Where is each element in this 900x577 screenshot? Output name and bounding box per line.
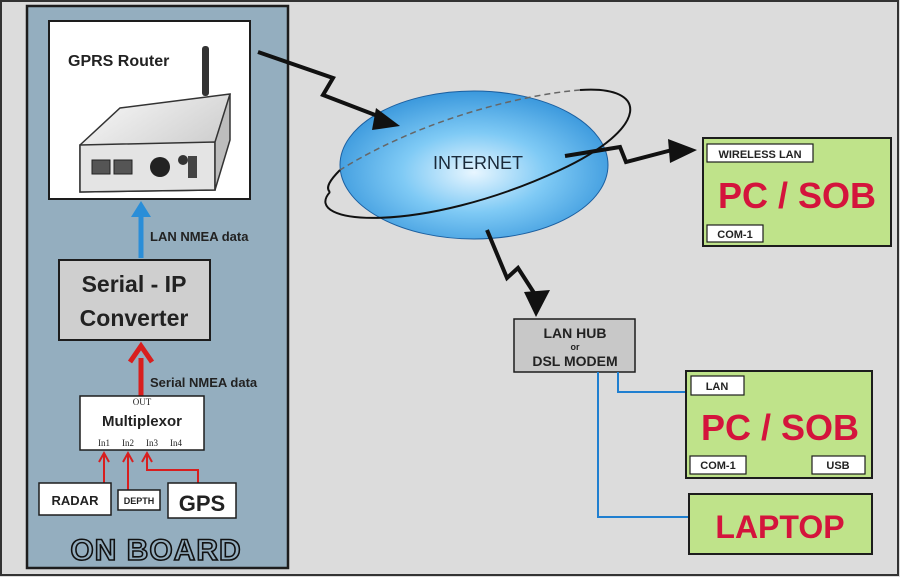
gps-label: GPS [179,491,225,516]
lan-tag [690,375,745,396]
converter-line2: Converter [80,305,189,331]
lan-data-label: LAN NMEA data [150,229,249,244]
router-to-internet-arrowhead [372,108,400,130]
laptop-title: LAPTOP [715,509,844,545]
internet-to-hub-arrowhead [524,290,550,317]
pc-sob-lan-title: PC / SOB [701,407,859,448]
serial-data-label: Serial NMEA data [150,375,258,390]
lan-tag-label: LAN [706,381,729,393]
usb-label: USB [826,460,849,472]
multiplexor-label: Multiplexor [102,413,182,430]
gps-box [167,482,237,519]
wireless-lan-label: WIRELESS LAN [718,149,801,161]
usb-tag [811,455,866,475]
hub-line3: DSL MODEM [532,353,617,369]
wireless-com1-tag [706,224,764,243]
multiplexor-in4: In4 [170,438,182,448]
wireless-com1-label: COM-1 [717,229,752,241]
onboard-title: ON BOARD [70,534,241,567]
laptop-box [688,493,873,555]
converter-line1: Serial - IP [82,271,187,297]
internet-to-pc-arrowhead [668,139,697,163]
radar-box [38,482,112,516]
gprs-router-label: GPRS Router [68,53,169,70]
internet-label: INTERNET [433,153,523,173]
radar-label: RADAR [52,493,100,508]
multiplexor-in1: In1 [98,438,110,448]
lan-com1-tag [689,455,747,475]
lan-arrow-head [131,201,151,217]
hub-line2: or [571,342,580,352]
serial-arrow-head [127,341,155,364]
depth-label: DEPTH [124,496,155,506]
lan-cables [597,372,690,518]
router-icon [79,46,231,193]
multiplexor-box [79,395,205,451]
internet-cloud [324,88,632,240]
serial-ip-converter [58,259,211,341]
lan-hub-box [513,318,636,373]
lan-com1-label: COM-1 [700,460,735,472]
lightning-arrows [257,50,673,298]
pc-sob-wireless-title: PC / SOB [718,175,876,216]
multiplexor-in3: In3 [146,438,158,448]
multiplexor-out-label: OUT [133,397,152,407]
sensor-wires [98,450,199,490]
multiplexor-in2: In2 [122,438,134,448]
wireless-lan-tag [706,143,814,163]
hub-line1: LAN HUB [544,325,607,341]
depth-box [117,489,161,511]
